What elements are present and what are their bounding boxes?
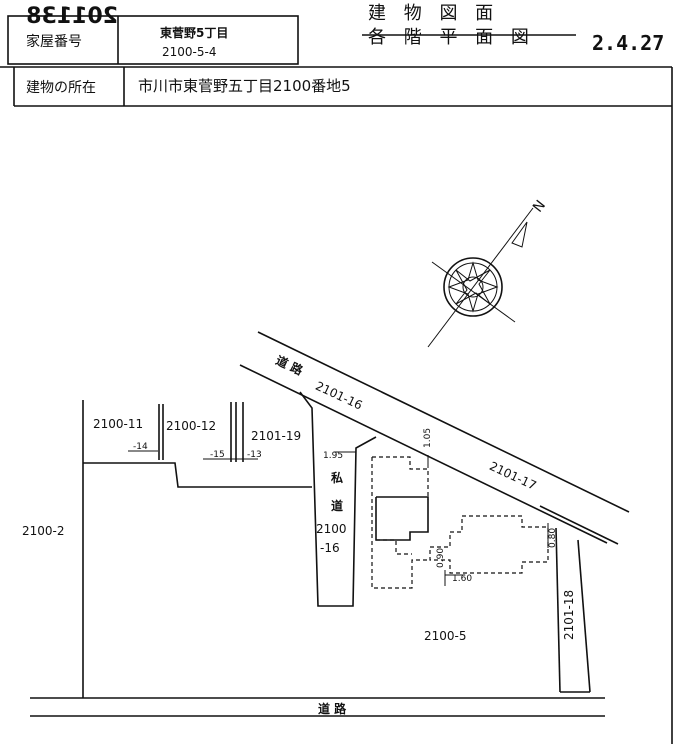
dim-1-95: 1.95 (323, 451, 343, 461)
road-edge-lower (239, 364, 608, 544)
dim-0-90: 0.90 (436, 548, 446, 568)
left-lots (82, 400, 312, 698)
dim-1-60: 1.60 (452, 574, 472, 584)
sub-lot-13: -13 (247, 450, 262, 460)
lot-2100-2: 2100-2 (22, 524, 65, 538)
lot-2101-16: 2101-16 (313, 379, 364, 413)
building-outlines (371, 455, 549, 589)
sub-lot-15: -15 (210, 450, 225, 460)
dim-1-05: 1.05 (423, 428, 433, 448)
private-road-char-1: 私 (330, 470, 343, 485)
road-label-top: 道 路 (273, 352, 306, 378)
private-road-char-2: 道 (331, 498, 343, 513)
lot-2100-16-top: 2100 (316, 522, 347, 536)
lot-2101-19: 2101-19 (251, 429, 301, 443)
lot-2101-18: 2101-18 (562, 590, 576, 640)
private-road (299, 391, 377, 607)
house-number-table: 家屋番号 東菅野5丁目 2100-5-4 (7, 15, 299, 65)
sub-lot-14: -14 (133, 442, 148, 452)
lot-2101-18-strip (555, 527, 591, 693)
floor-plan-title-struck: 各 階 平 面 図 (368, 27, 535, 48)
road-label-bottom: 道 路 (318, 701, 347, 716)
road-edge-upper (257, 331, 630, 513)
lot-2100-12: 2100-12 (166, 419, 216, 433)
location-row: 建物の所在 市川市東菅野五丁目2100番地5 (0, 66, 673, 744)
lot-2100-11: 2100-11 (93, 417, 143, 431)
location-value: 市川市東菅野五丁目2100番地5 (138, 77, 351, 95)
date-handwritten: 2.4.27 (592, 31, 664, 55)
house-number-label: 家屋番号 (26, 33, 82, 50)
dim-0-80: 0.80 (548, 528, 558, 548)
north-label: N (530, 198, 549, 216)
road-bottom (30, 697, 605, 717)
document-title: 建 物 図 面 (368, 3, 499, 24)
road-edge-end (539, 505, 619, 545)
house-number-value-code: 2100-5-4 (162, 45, 216, 59)
house-number-value-area: 東菅野5丁目 (160, 25, 228, 40)
lot-2100-5: 2100-5 (424, 629, 467, 643)
location-label: 建物の所在 (26, 80, 96, 96)
lot-2100-16-bottom: -16 (320, 541, 340, 555)
compass-icon: N (427, 198, 549, 348)
